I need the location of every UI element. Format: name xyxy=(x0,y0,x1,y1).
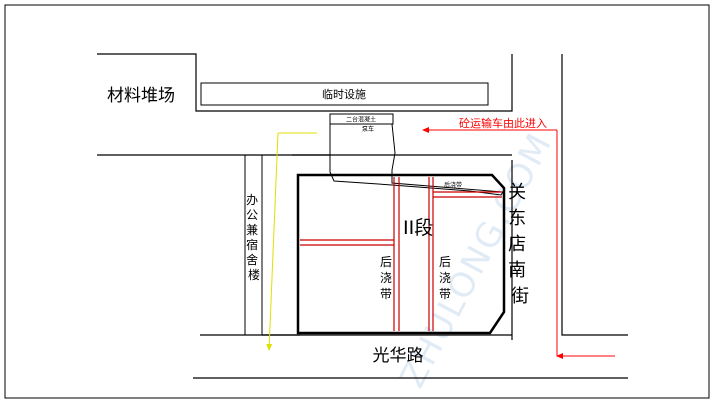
site-boundaries xyxy=(97,53,628,379)
pump-truck-label-line1: 二台混凝土 xyxy=(346,116,376,124)
small-post-pour-label: 后浇带 xyxy=(444,181,462,189)
office-char: 楼 xyxy=(248,267,260,282)
truck-entry-label: 砼运输车由此进入 xyxy=(459,116,547,130)
pump-truck-label-line2: 泵车 xyxy=(362,125,374,133)
section-label: II段 xyxy=(403,217,433,239)
temporary-facilities-label: 临时设施 xyxy=(322,87,366,101)
office-char: 公 xyxy=(246,208,258,222)
building-footprint xyxy=(296,173,506,335)
office-char: 舍 xyxy=(246,252,258,267)
pump-boom-outline xyxy=(329,123,504,196)
pump-truck-box xyxy=(329,113,394,125)
temporary-facilities-box xyxy=(200,82,489,106)
drawing-frame xyxy=(4,4,710,399)
office-building-label: 办 公 兼 宿 舍 楼 xyxy=(246,192,262,282)
post-pour-bands xyxy=(300,177,502,331)
truck-route xyxy=(422,127,615,359)
office-char: 宿 xyxy=(246,237,258,252)
office-building xyxy=(244,154,263,336)
north-yard-boundary xyxy=(97,53,513,112)
post-pour-right-label: 后浇带 xyxy=(439,255,451,301)
east-street-east-edge xyxy=(561,54,628,336)
east-street-label: 关 东 店 南 街 xyxy=(508,182,532,307)
office-char: 办 xyxy=(246,192,258,207)
office-char: 兼 xyxy=(246,223,258,237)
pump-route xyxy=(266,132,317,351)
post-pour-left-label: 后浇带 xyxy=(380,255,392,301)
south-road-label: 光华路 xyxy=(373,346,424,366)
material-yard-label: 材料堆场 xyxy=(107,86,175,106)
